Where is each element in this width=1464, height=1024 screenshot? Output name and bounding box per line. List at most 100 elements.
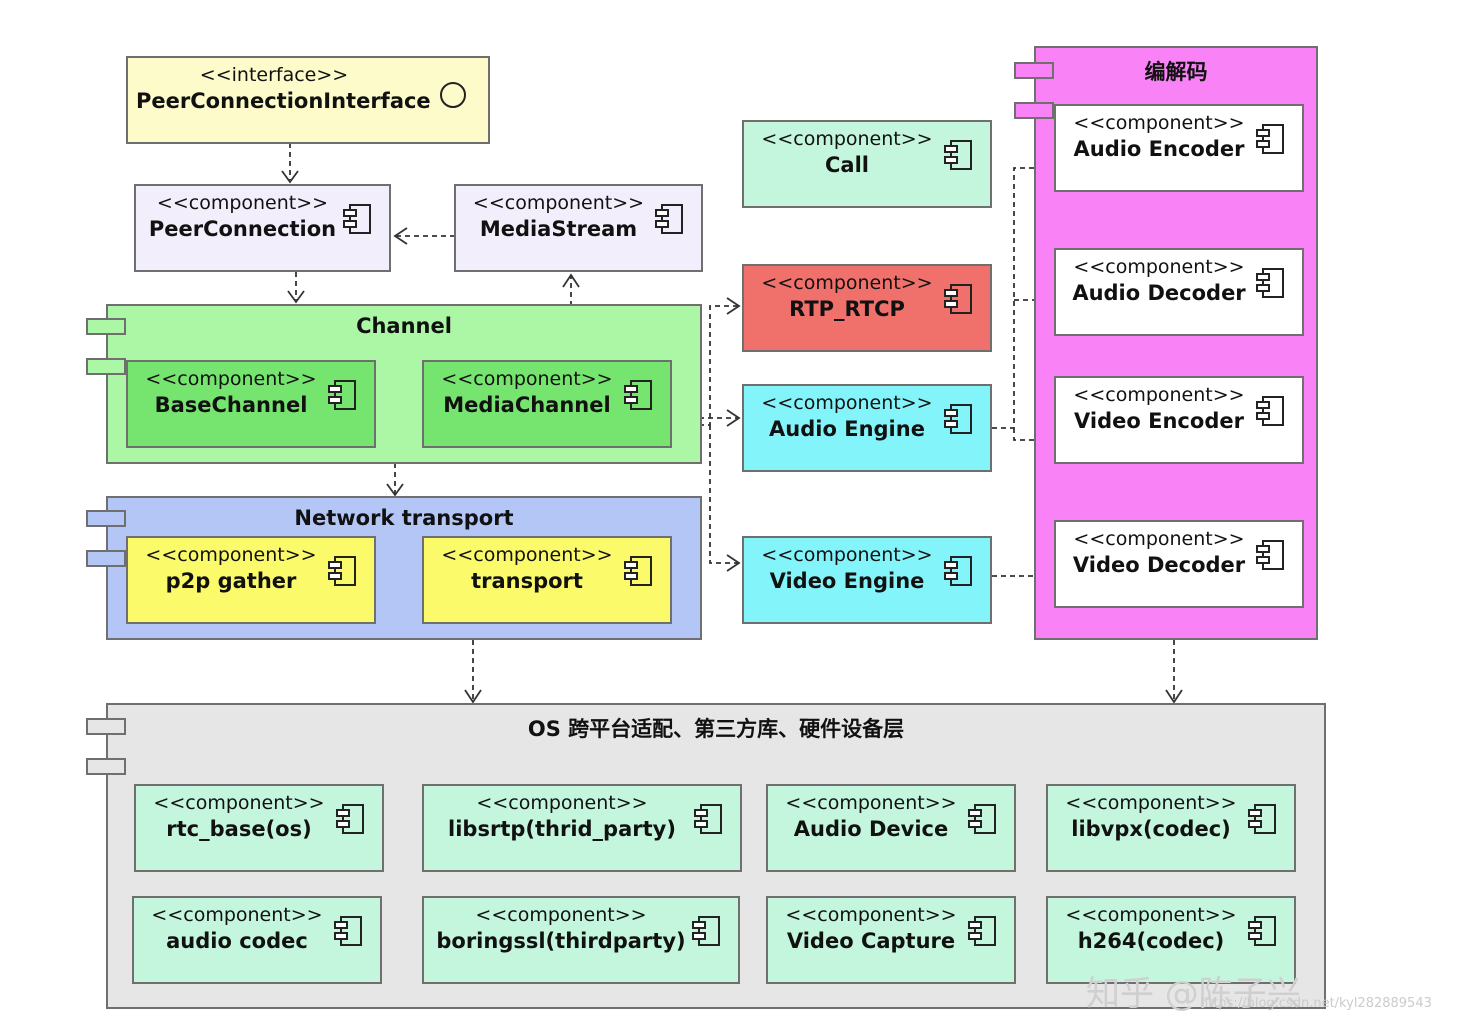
component-name: Video Capture bbox=[786, 929, 956, 953]
network-package-tab bbox=[86, 550, 126, 567]
video-encoder-component: <<component>> Video Encoder bbox=[1054, 376, 1304, 464]
component-icon bbox=[942, 138, 976, 172]
codec-package-tab bbox=[1014, 62, 1054, 79]
watermark: 知乎 @陈子兴 bbox=[1086, 974, 1301, 1014]
rtp-rtcp-component: <<component>> RTP_RTCP bbox=[742, 264, 992, 352]
component-icon bbox=[334, 802, 368, 836]
audio-encoder-component: <<component>>Audio Encoder bbox=[1054, 104, 1304, 192]
component-stereotype: <<component>> bbox=[441, 544, 613, 566]
component-icon bbox=[622, 378, 656, 412]
channel-package-tab bbox=[86, 358, 126, 375]
component-stereotype: <<component>> bbox=[153, 792, 325, 814]
component-icon bbox=[942, 554, 976, 588]
interface-lollipop-icon bbox=[440, 82, 466, 108]
component-name: Video Encoder bbox=[1074, 409, 1244, 433]
component-name: rtc_base(os) bbox=[166, 817, 312, 841]
audio-codec-component: <<component>> audio codec bbox=[132, 896, 382, 984]
basechannel-component: <<component>> BaseChannel bbox=[126, 360, 376, 448]
os-package-title: OS 跨平台适配、第三方库、硬件设备层 bbox=[527, 717, 905, 741]
component-stereotype: <<component>> bbox=[151, 904, 323, 926]
video-engine-component: <<component>> Video Engine bbox=[742, 536, 992, 624]
component-icon bbox=[942, 402, 976, 436]
component-stereotype: <<component>> bbox=[156, 192, 329, 214]
component-stereotype: <<component>> bbox=[785, 904, 957, 926]
component-stereotype: <<component>> bbox=[785, 792, 957, 814]
video-decoder-component: <<component>> Video Decoder bbox=[1054, 520, 1304, 608]
network-package-tab bbox=[86, 510, 126, 527]
call-component: <<component>> Call bbox=[742, 120, 992, 208]
component-icon bbox=[966, 802, 1000, 836]
component-name: Audio Engine bbox=[769, 417, 925, 441]
channel-package-title: Channel bbox=[356, 314, 452, 338]
component-stereotype: <<component>> bbox=[761, 392, 933, 414]
p2p-gather-component: <<component>> p2p gather bbox=[126, 536, 376, 624]
component-icon bbox=[326, 554, 360, 588]
component-icon bbox=[653, 202, 687, 236]
component-stereotype: <<component>> bbox=[1073, 384, 1245, 406]
component-name: MediaChannel bbox=[443, 393, 611, 417]
component-stereotype: <<component>> bbox=[472, 192, 645, 214]
component-name: libvpx(codec) bbox=[1071, 817, 1231, 841]
component-stereotype: <<component>> bbox=[145, 544, 317, 566]
component-name: boringssl(thirdparty) bbox=[436, 929, 686, 953]
peerconnection-component: <<component>> PeerConnection bbox=[134, 184, 391, 272]
arrow-channel-to-videoengine bbox=[709, 425, 738, 564]
component-stereotype: <<component>> bbox=[1065, 904, 1237, 926]
component-icon bbox=[622, 554, 656, 588]
component-name: transport bbox=[471, 569, 583, 593]
rtc-base-component: <<component>> rtc_base(os) bbox=[134, 784, 384, 872]
boringssl-component: <<component>> boringssl(thirdparty) bbox=[422, 896, 740, 984]
component-name: BaseChannel bbox=[154, 393, 308, 417]
component-icon bbox=[1254, 122, 1288, 156]
component-icon bbox=[1246, 914, 1280, 948]
component-name: audio codec bbox=[166, 929, 308, 953]
component-stereotype: <<component>> bbox=[475, 904, 647, 926]
channel-package-tab bbox=[86, 318, 126, 335]
component-name: RTP_RTCP bbox=[789, 297, 905, 321]
component-icon bbox=[1254, 394, 1288, 428]
component-stereotype: <<component>> bbox=[1073, 528, 1245, 550]
component-name: Audio Device bbox=[793, 817, 949, 841]
component-name: p2p gather bbox=[165, 569, 297, 593]
transport-component: <<component>> transport bbox=[422, 536, 672, 624]
codec-package-title: 编解码 bbox=[1144, 60, 1208, 84]
audio-device-component: <<component>> Audio Device bbox=[766, 784, 1016, 872]
h264-component: <<component>> h264(codec) bbox=[1046, 896, 1296, 984]
os-package-tab bbox=[86, 718, 126, 735]
audio-engine-component: <<component>> Audio Engine bbox=[742, 384, 992, 472]
codec-package-tab bbox=[1014, 102, 1054, 119]
component-icon bbox=[1254, 266, 1288, 300]
interface-stereotype: <<interface>> bbox=[199, 64, 349, 86]
mediastream-component: <<component>> MediaStream bbox=[454, 184, 703, 272]
component-name: PeerConnection bbox=[148, 217, 337, 241]
network-package-title: Network transport bbox=[294, 506, 514, 530]
interface-name: PeerConnectionInterface bbox=[136, 89, 431, 113]
component-icon bbox=[326, 378, 360, 412]
component-stereotype: <<component>> bbox=[476, 792, 648, 814]
component-stereotype: <<component>> bbox=[761, 272, 933, 294]
component-icon bbox=[1246, 802, 1280, 836]
component-icon bbox=[942, 282, 976, 316]
component-stereotype: <<component>> bbox=[1073, 256, 1245, 278]
component-stereotype: <<component>> bbox=[761, 128, 933, 150]
libvpx-component: <<component>> libvpx(codec) bbox=[1046, 784, 1296, 872]
arrow-audioengine-to-audioencoder bbox=[992, 167, 1050, 429]
component-name: h264(codec) bbox=[1077, 929, 1225, 953]
component-name: Video Decoder bbox=[1072, 553, 1246, 577]
component-stereotype: <<component>> bbox=[761, 544, 933, 566]
component-name: MediaStream bbox=[479, 217, 638, 241]
component-icon bbox=[966, 914, 1000, 948]
os-package-tab bbox=[86, 758, 126, 775]
component-icon bbox=[332, 914, 366, 948]
component-name: Audio Decoder bbox=[1072, 281, 1246, 305]
component-stereotype: <<component>> bbox=[441, 368, 613, 390]
component-name: Call bbox=[825, 153, 869, 177]
video-capture-component: <<component>> Video Capture bbox=[766, 896, 1016, 984]
component-icon bbox=[1254, 538, 1288, 572]
component-name: libsrtp(thrid_party) bbox=[448, 817, 676, 841]
component-stereotype: <<component>> bbox=[1065, 792, 1237, 814]
component-name: Video Engine bbox=[769, 569, 925, 593]
component-stereotype: <<component>> bbox=[145, 368, 317, 390]
component-stereotype: <<component>> bbox=[1073, 112, 1245, 134]
component-icon bbox=[690, 914, 724, 948]
